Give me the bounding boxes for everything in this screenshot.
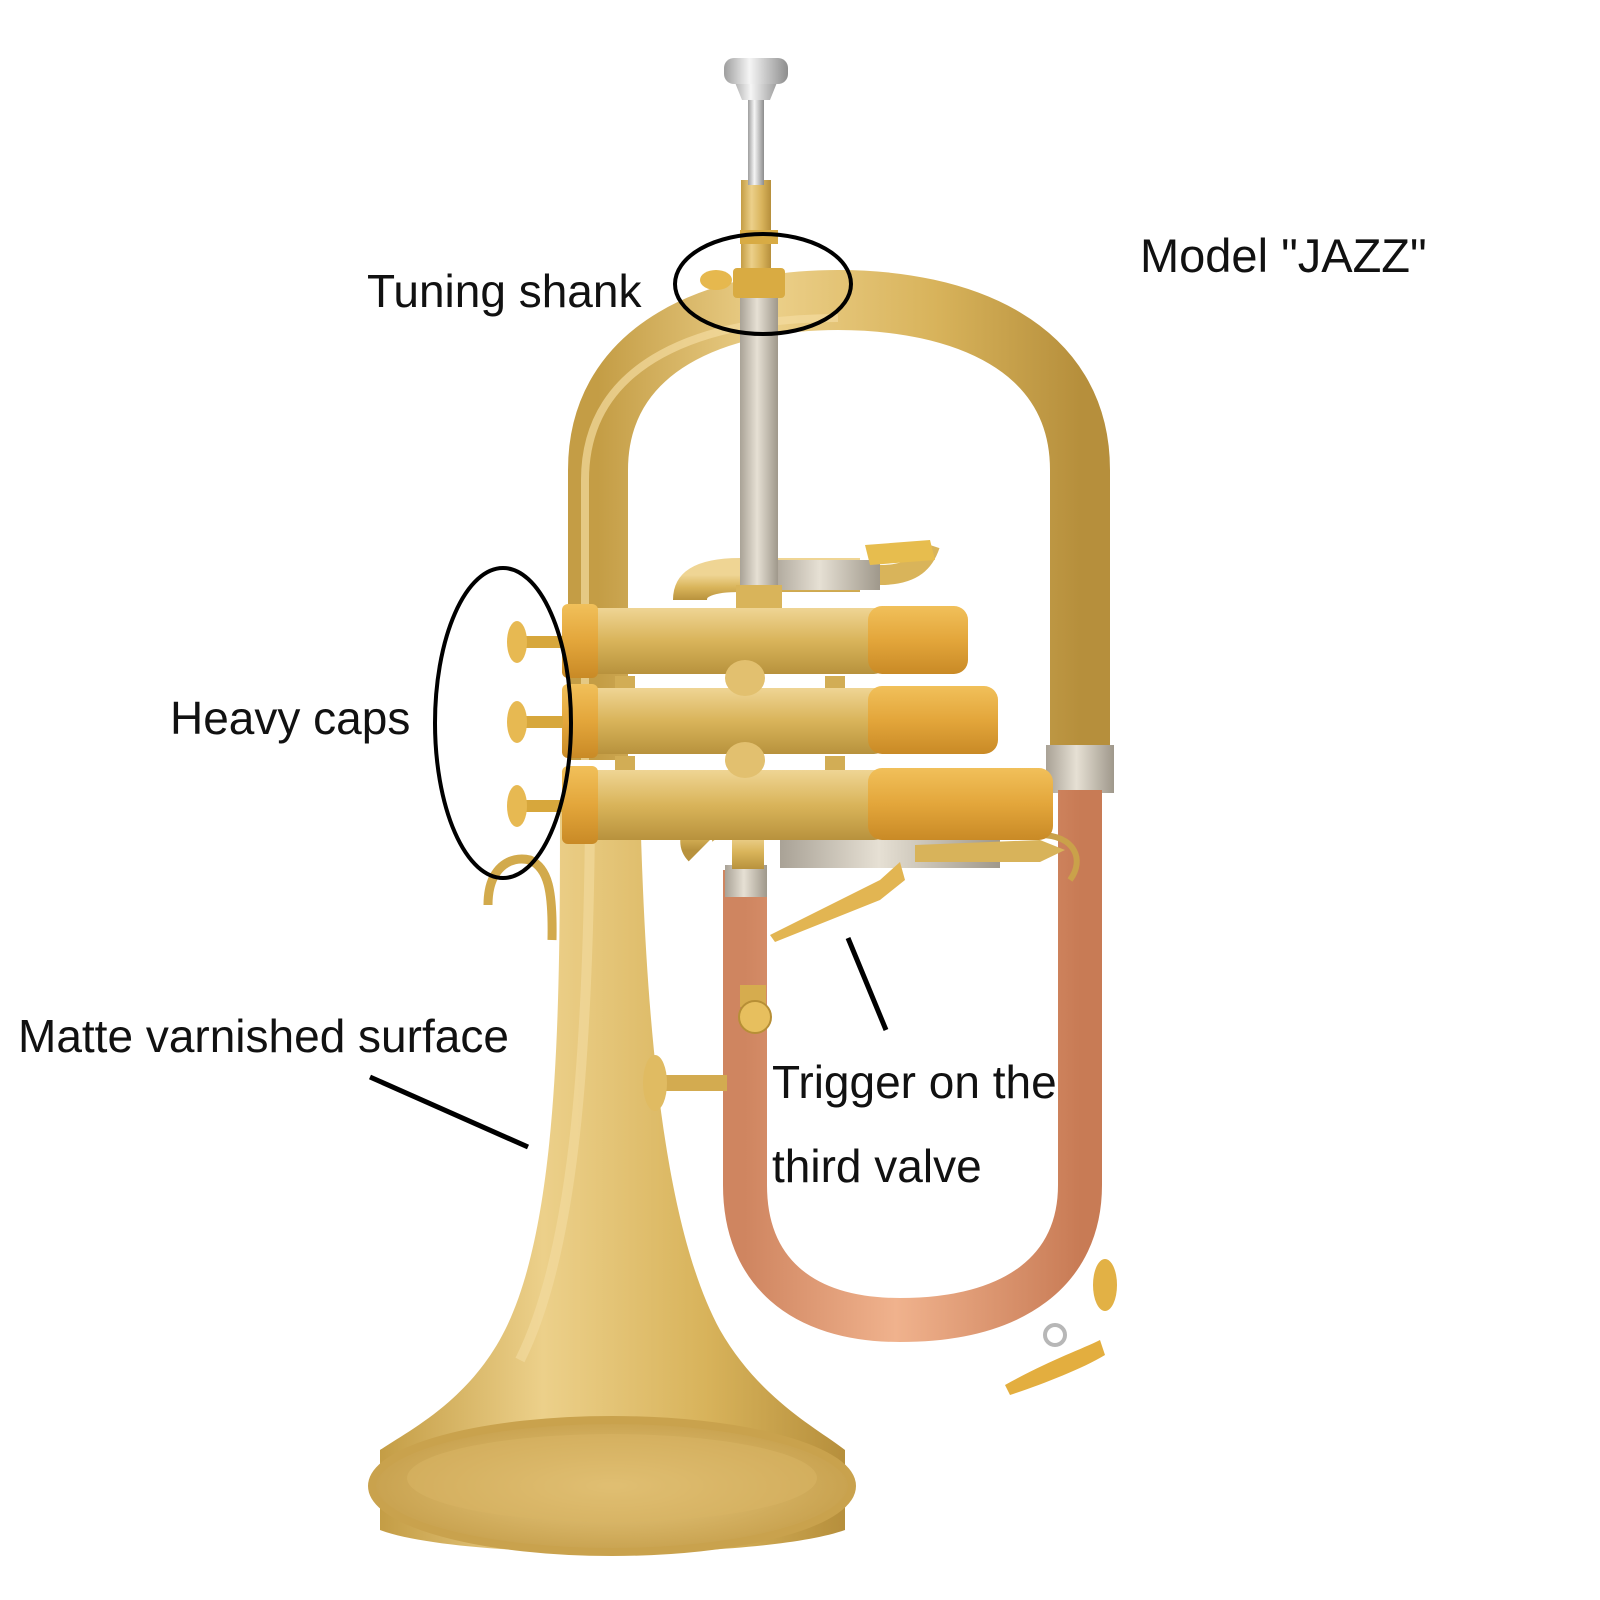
model-label: Model "JAZZ" [1140, 229, 1427, 282]
trigger-label-line-1: Trigger on the [772, 1056, 1057, 1108]
leadpipe [736, 180, 782, 615]
trigger-label-line-2: third valve [772, 1140, 982, 1192]
main-tube-loop [568, 269, 1110, 760]
first-slide [770, 560, 880, 590]
tuning-shank-label: Tuning shank [367, 265, 642, 317]
trigger-label: Trigger on the third valve [772, 1040, 1057, 1208]
matte-surface-label: Matte varnished surface [18, 1010, 509, 1062]
tuning-shank-callout-ring [673, 232, 853, 336]
heavy-caps-label: Heavy caps [170, 692, 411, 744]
heavy-caps-callout-ring [433, 566, 573, 880]
brace [643, 1055, 727, 1111]
water-key [1005, 1259, 1117, 1395]
matte-surface-callout-line [368, 1074, 530, 1150]
trigger-callout-line [845, 937, 889, 1031]
slide-hook-top [865, 540, 935, 565]
valve-buttons [507, 621, 563, 827]
silver-ferrule [1046, 745, 1114, 793]
valve-block [562, 604, 1053, 844]
slide-ferrule [725, 865, 767, 897]
mouthpiece [724, 58, 788, 185]
slide-knob [738, 985, 772, 1034]
tuning-shank-clamp [700, 230, 785, 298]
bell [368, 800, 856, 1556]
copper-slide-loop [723, 790, 1102, 1343]
third-valve-trigger [770, 862, 905, 942]
